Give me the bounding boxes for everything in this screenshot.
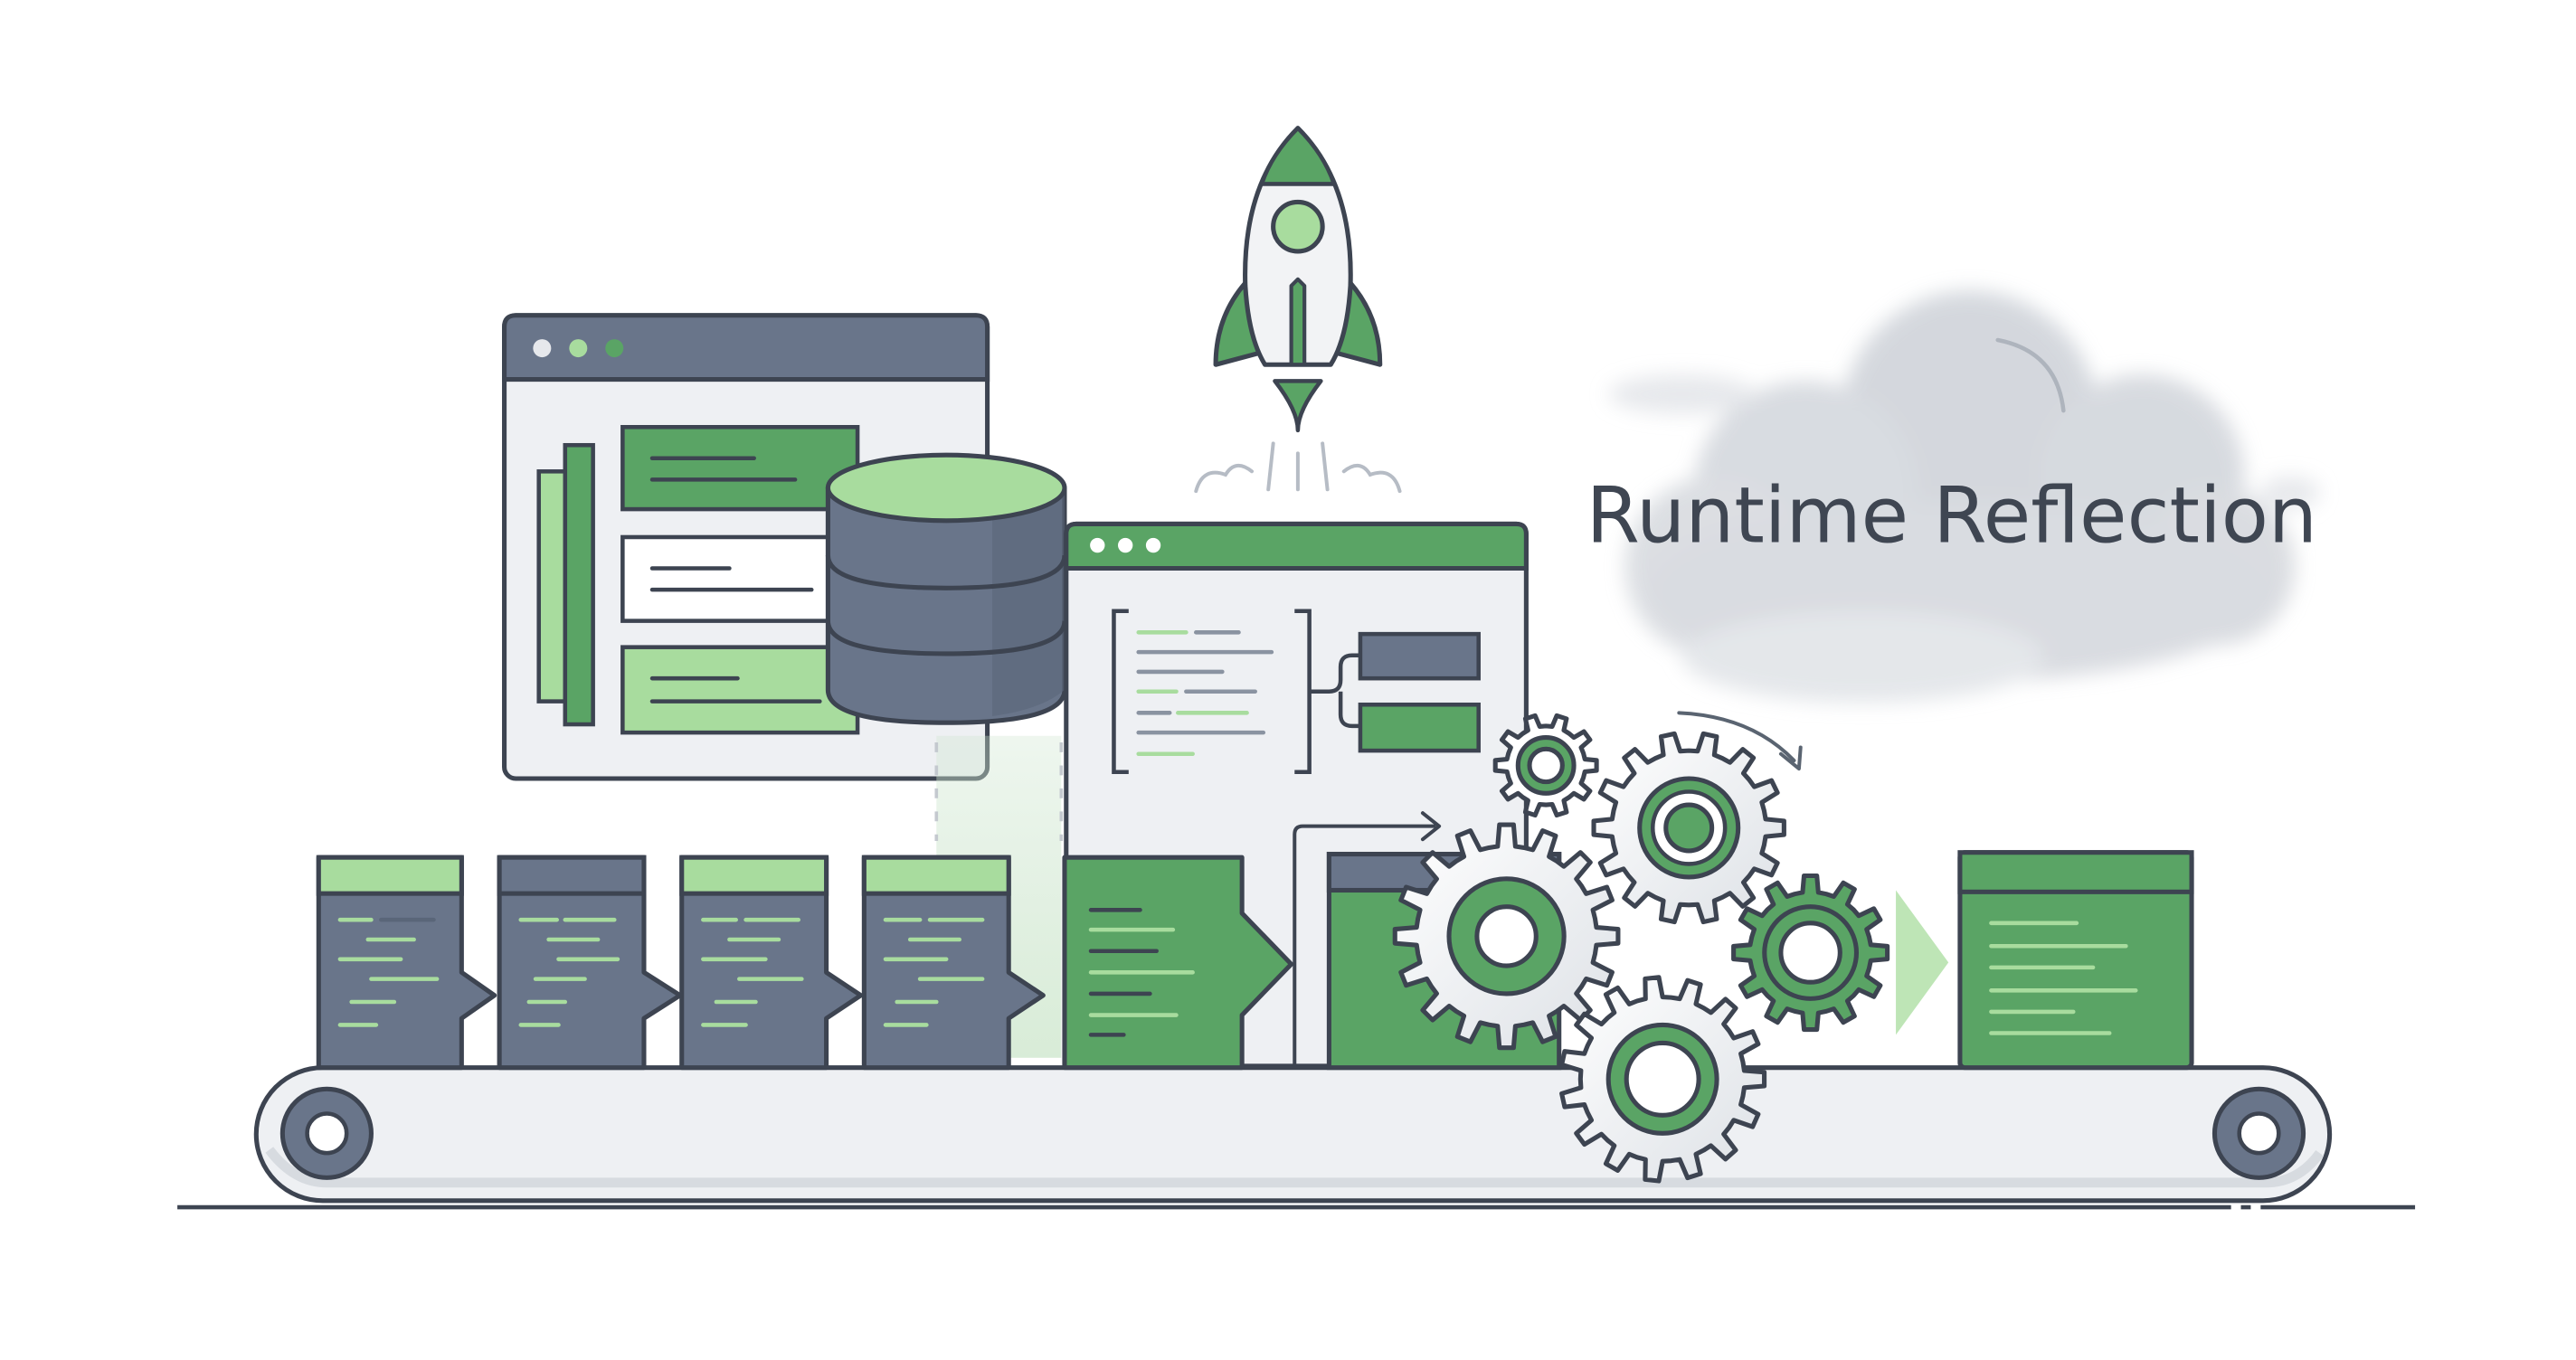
database-icon — [825, 452, 1067, 725]
cloud-label: Runtime Reflection — [1586, 471, 2317, 561]
code-block-5 — [1062, 855, 1294, 1071]
code-block-2 — [497, 855, 683, 1071]
code-block-1 — [316, 855, 497, 1071]
rocket-icon — [1194, 126, 1402, 494]
conveyor-belt-icon — [177, 1065, 2416, 1210]
gear-cluster — [1392, 713, 1890, 1184]
gear-icon — [1559, 975, 1767, 1184]
gear-icon — [1492, 713, 1599, 818]
browser-window-back — [502, 313, 990, 781]
cloud: Runtime Reflection — [1586, 290, 2320, 771]
code-block-4 — [861, 855, 1046, 1071]
code-block-3 — [679, 855, 864, 1071]
gear-icon — [1392, 822, 1621, 1051]
gear-icon — [1731, 873, 1890, 1033]
output-block — [1896, 850, 2194, 1071]
gear-icon — [1591, 731, 1786, 925]
code-blocks — [316, 850, 2194, 1071]
